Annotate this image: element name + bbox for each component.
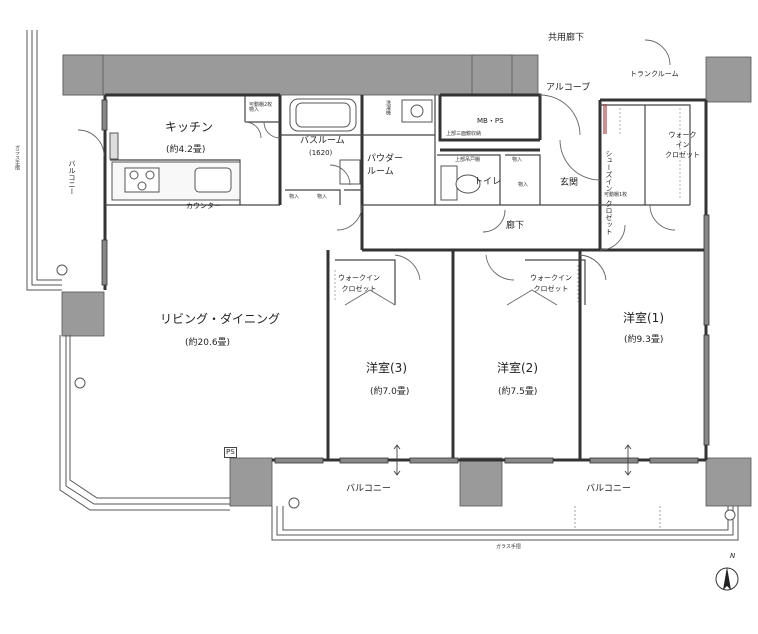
- shaft-walls: [603, 104, 607, 134]
- structural-walls: [61, 54, 752, 507]
- washer-label: 洗濯機: [385, 100, 391, 115]
- bathroom-label: バスルーム: [300, 136, 345, 146]
- wic-2-label: ウォークイン クロゼット: [530, 274, 572, 293]
- glass-rail-left-label: ガラス手摺: [14, 145, 20, 170]
- balcony-outline: [26, 30, 739, 541]
- column-sw: [229, 457, 273, 507]
- shelf-note-label: 可動棚1枚: [604, 192, 628, 198]
- living-area-label: (約20.6畳): [185, 338, 231, 348]
- column-s: [459, 457, 503, 507]
- balcony-bottom-1-label: バルコニー: [346, 484, 391, 494]
- partition-lines: [105, 95, 691, 305]
- north-wall: [62, 54, 539, 96]
- railing-supports: [574, 506, 661, 530]
- western2-area-label: (約7.5畳): [498, 387, 538, 397]
- entrance-label: 玄関: [560, 178, 579, 188]
- toilet-storage-1-label: 物入: [512, 157, 523, 163]
- bathtub: [289, 98, 357, 132]
- western3-area-label: (約7.0畳): [370, 387, 410, 397]
- dimension-arrows: [393, 444, 632, 476]
- north-label: N: [730, 552, 736, 560]
- shoe-closet-label: シューズイン クロゼット: [605, 150, 613, 235]
- western1-area-label: (約9.3畳): [624, 335, 664, 345]
- column-n: [471, 54, 513, 96]
- trunk-room-label: トランクルーム: [630, 70, 679, 78]
- column-nw: [62, 54, 104, 96]
- railing-posts: [56, 264, 736, 521]
- door-swings: [77, 39, 676, 306]
- south-windows: [101, 99, 710, 464]
- alcove-label: アルコーブ: [546, 83, 591, 93]
- western3-label: 洋室(3): [366, 361, 407, 375]
- toilet-storage-2-label: 物入: [518, 182, 529, 188]
- common-corridor-label: 共用廊下: [548, 33, 585, 43]
- bathroom-size-label: (1620): [309, 149, 333, 157]
- kitchen-storage-label: 可動棚2枚 物入: [249, 102, 273, 113]
- kitchen-label: キッチン: [165, 120, 214, 134]
- compass: [715, 567, 739, 591]
- bath-storage-1-label: 物入: [289, 194, 300, 200]
- western1-label: 洋室(1): [623, 311, 664, 325]
- mbps-note-label: 上部三面鏡収納: [446, 131, 482, 137]
- counter-label: カウンター: [186, 202, 221, 210]
- balcony-bottom-2-label: バルコニー: [586, 484, 631, 494]
- wic-1-label: ウォーク イン クロゼット: [665, 131, 700, 159]
- mb-ps-label: MB・PS: [477, 117, 504, 125]
- ps-label: PS: [224, 447, 237, 458]
- kitchen-counter: [109, 132, 241, 201]
- column-ne: [705, 56, 752, 103]
- washbasin: [339, 99, 433, 185]
- powder-room-label: パウダールーム: [367, 154, 404, 177]
- toilet-label: トイレ: [474, 177, 502, 187]
- living-label: リビング・ダイニング: [160, 312, 281, 326]
- balcony-left-label: バルコニー: [68, 160, 76, 195]
- column-w: [61, 291, 105, 337]
- bath-storage-2-label: 物入: [317, 194, 328, 200]
- column-se: [705, 457, 752, 507]
- toilet-shelf-label: 上部吊戸棚: [455, 157, 481, 163]
- shelf-lines: [334, 108, 681, 302]
- glass-rail-bottom-label: ガラス手摺: [496, 544, 521, 550]
- wic-3-label: ウォークイン クロゼット: [338, 274, 380, 293]
- western2-label: 洋室(2): [497, 361, 538, 375]
- toilet-fixture: [440, 165, 481, 201]
- kitchen-area-label: (約4.2畳): [166, 145, 206, 155]
- hallway-label: 廊下: [506, 221, 525, 231]
